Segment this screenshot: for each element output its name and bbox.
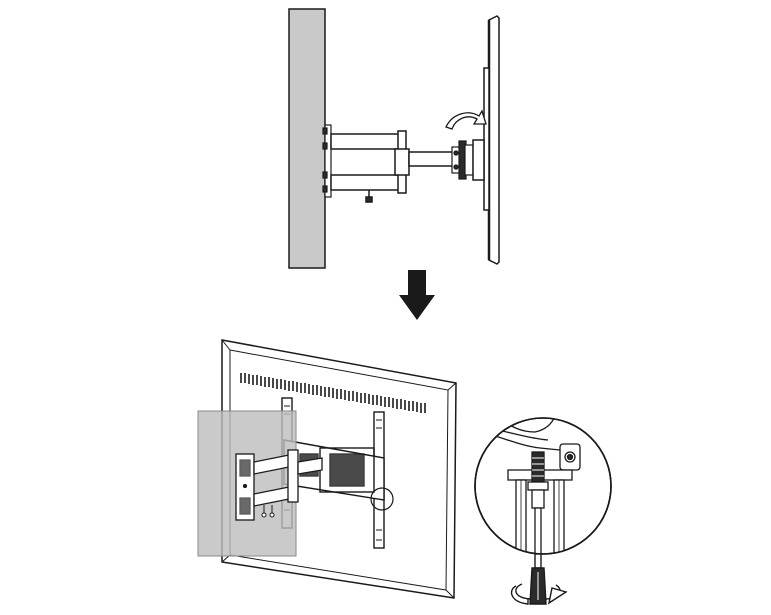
rotate-arrow-icon: [510, 583, 568, 605]
arrow-down-icon: [399, 270, 435, 320]
tv-side-profile: [472, 15, 500, 265]
side-view-step: [288, 8, 500, 269]
articulating-arms: [330, 130, 410, 203]
upper-arm: [330, 133, 404, 150]
tv-vent-slots: [240, 373, 426, 413]
detail-magnifier: [474, 417, 612, 555]
rear-arms: [253, 449, 323, 507]
hanging-screws: [261, 505, 275, 518]
rear-wall-plate: [235, 453, 255, 521]
extension-arm: [408, 151, 454, 167]
tilt-head: [451, 140, 474, 180]
rotate-arrow-icon: [445, 109, 487, 130]
vertical-link: [394, 148, 410, 176]
screwdriver-icon: [529, 553, 547, 605]
lower-arm: [330, 174, 404, 191]
wall-plate: [322, 124, 332, 198]
detail-callout-marker: [370, 487, 394, 511]
wall-panel: [288, 8, 326, 269]
rear-view-step: [197, 339, 457, 599]
